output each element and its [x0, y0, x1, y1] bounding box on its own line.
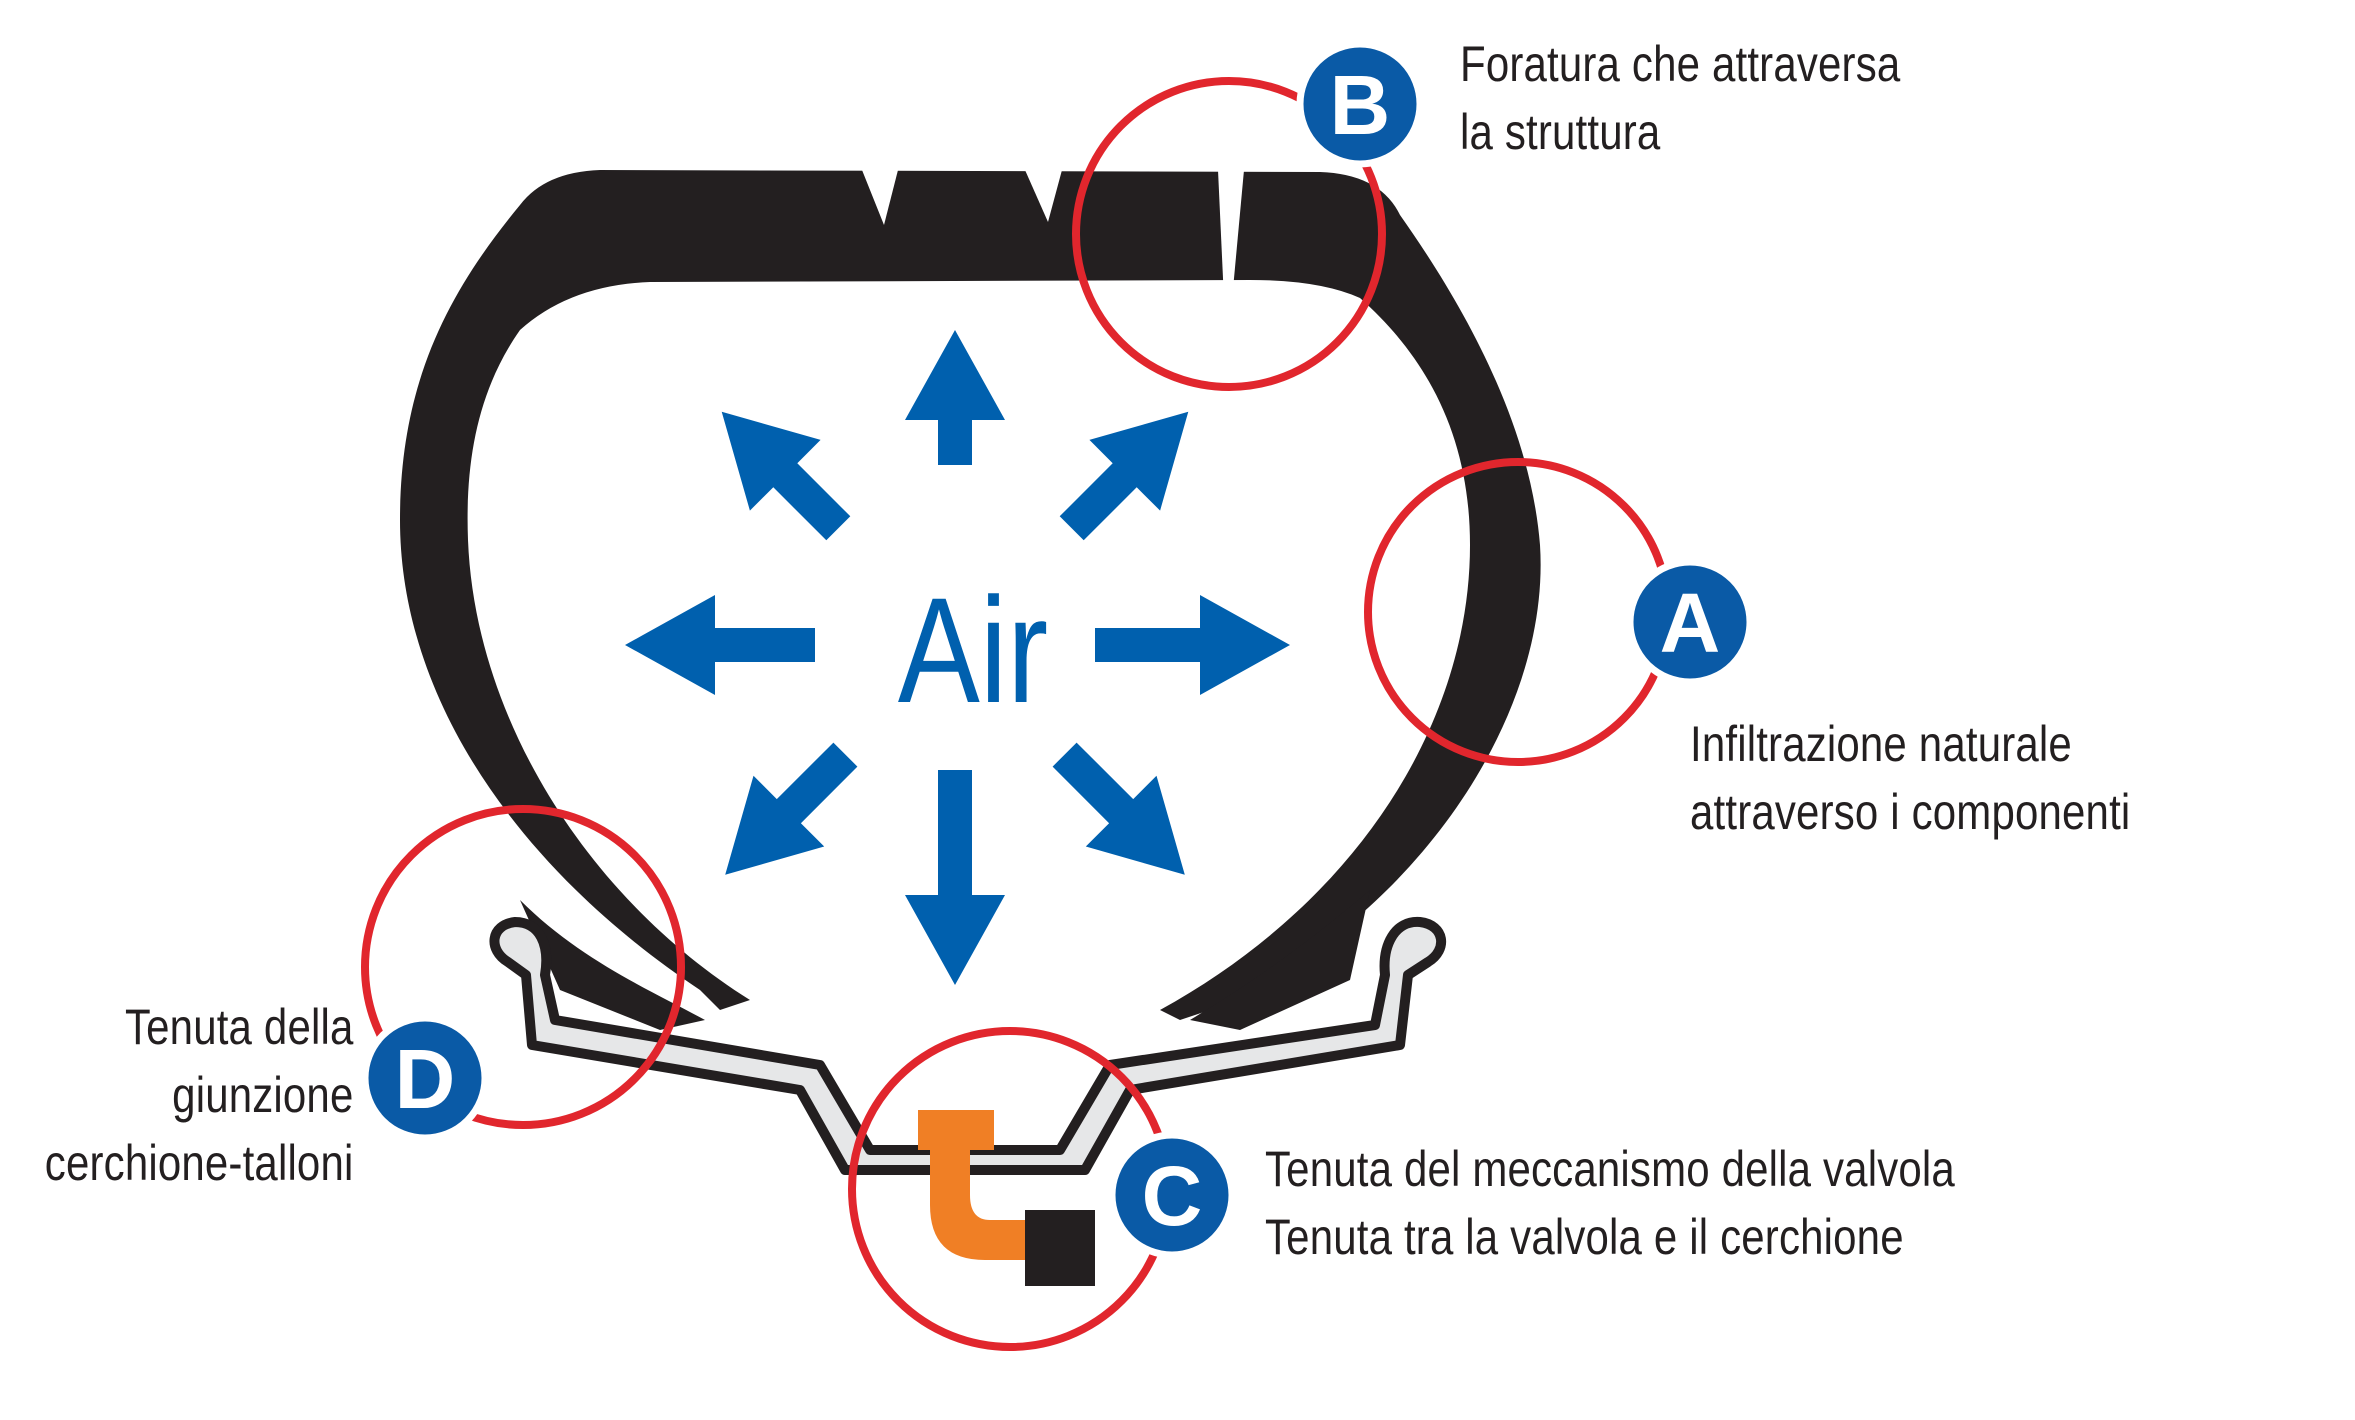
- label-d: Tenuta della giunzione cerchione-talloni: [44, 993, 353, 1197]
- tire-bead-left: [520, 900, 705, 1030]
- label-b: Foratura che attraversa la struttura: [1460, 30, 1900, 166]
- tire-cross-section: [400, 170, 1541, 1020]
- badge-a: A: [1626, 558, 1754, 686]
- label-c-line-2: Tenuta tra la valvola e il cerchione: [1265, 1209, 1904, 1265]
- air-arrows: [625, 330, 1290, 985]
- air-label: Air: [898, 567, 1048, 734]
- outward-arrow-icon: [721, 411, 851, 541]
- label-c-line-1: Tenuta del meccanismo della valvola: [1265, 1141, 1955, 1197]
- tread-groove-2: [1025, 170, 1062, 222]
- highlight-circle-d: [361, 805, 685, 1129]
- badge-b-letter: B: [1330, 58, 1391, 152]
- label-d-line-1: Tenuta della: [124, 999, 353, 1055]
- label-a: Infiltrazione naturale attraverso i comp…: [1690, 710, 2130, 846]
- label-a-line-2: attraverso i componenti: [1690, 784, 2131, 840]
- tire-bead-right: [1190, 890, 1370, 1030]
- rim: [489, 916, 1447, 1175]
- badge-a-letter: A: [1660, 576, 1721, 670]
- outward-arrow-icon: [725, 742, 858, 875]
- label-c: Tenuta del meccanismo della valvola Tenu…: [1265, 1135, 1955, 1271]
- badge-b: B: [1296, 40, 1424, 168]
- outward-arrow-icon: [1059, 411, 1189, 541]
- tread-groove-1: [862, 170, 898, 225]
- outward-arrow-icon: [905, 770, 1005, 985]
- label-b-line-1: Foratura che attraversa: [1460, 36, 1901, 92]
- label-d-line-2: giunzione: [171, 1067, 353, 1123]
- letter-badge-icon: [361, 1014, 489, 1142]
- letter-badge-icon: [1108, 1131, 1236, 1259]
- badge-d-letter: D: [395, 1032, 456, 1126]
- badge-c-letter: C: [1142, 1149, 1203, 1243]
- outward-arrow-icon: [1052, 742, 1185, 875]
- outward-arrow-icon: [905, 330, 1005, 465]
- label-d-line-3: cerchione-talloni: [44, 1135, 353, 1191]
- valve-icon: [918, 1110, 1095, 1286]
- puncture: [1218, 170, 1244, 300]
- badge-d: D: [361, 1014, 489, 1142]
- outward-arrow-icon: [625, 595, 815, 695]
- highlight-circle-b: [1072, 77, 1386, 391]
- letter-badge-icon: [1296, 40, 1424, 168]
- letter-badge-icon: [1626, 558, 1754, 686]
- badge-c: C: [1108, 1131, 1236, 1259]
- label-a-line-1: Infiltrazione naturale: [1690, 716, 2072, 772]
- outward-arrow-icon: [1095, 595, 1290, 695]
- label-b-line-2: la struttura: [1460, 104, 1661, 160]
